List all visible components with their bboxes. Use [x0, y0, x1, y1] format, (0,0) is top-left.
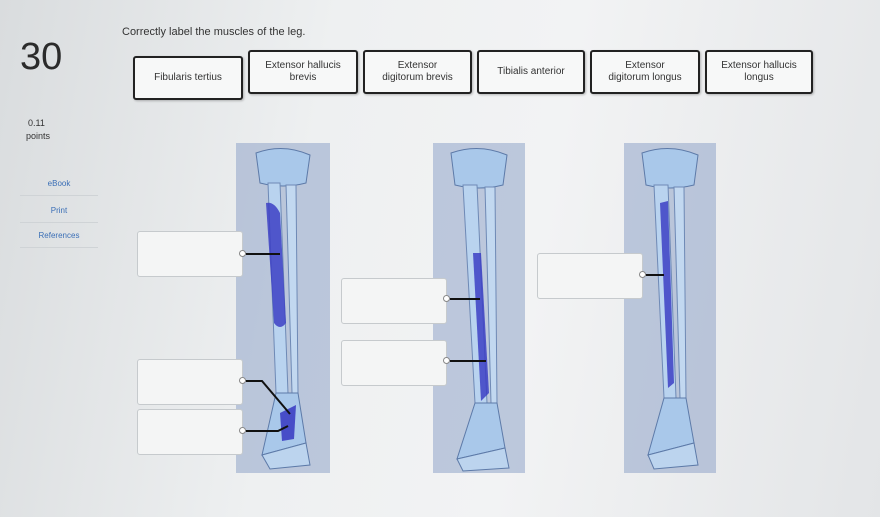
connector-dot	[443, 357, 450, 364]
connector-dot	[443, 295, 450, 302]
label-line: Extensor	[397, 60, 438, 71]
label-tibialis-anterior[interactable]: Tibialis anterior	[477, 50, 585, 94]
label-line: brevis	[289, 72, 317, 83]
label-line: Tibialis anterior	[497, 66, 565, 77]
instruction-text: Correctly label the muscles of the leg.	[122, 26, 306, 38]
leg-illustration-1	[236, 143, 330, 473]
leg-illustration-3	[624, 143, 716, 473]
references-link[interactable]: References	[20, 225, 98, 248]
connector-dot	[239, 427, 246, 434]
label-line: longus	[744, 72, 774, 83]
label-fibularis-tertius[interactable]: Fibularis tertius	[133, 56, 243, 100]
label-line: digitorum longus	[608, 72, 682, 83]
drop-target-6[interactable]	[537, 253, 643, 299]
leg-illustration-2	[433, 143, 525, 473]
drop-target-1[interactable]	[137, 231, 243, 277]
connector-dot	[239, 377, 246, 384]
print-link[interactable]: Print	[20, 200, 98, 223]
label-line: Extensor hallucis	[265, 60, 341, 71]
label-extensor-digitorum-longus[interactable]: Extensor digitorum longus	[590, 50, 700, 94]
drop-target-2[interactable]	[137, 359, 243, 405]
question-number: 30	[20, 36, 63, 78]
drop-target-5[interactable]	[341, 340, 447, 386]
points-label: points	[26, 131, 51, 141]
label-line: Extensor	[625, 60, 665, 71]
connector-dot	[639, 271, 646, 278]
label-line: Extensor hallucis	[721, 60, 797, 71]
connector-dot	[239, 250, 246, 257]
label-line: Fibularis tertius	[154, 72, 222, 83]
points-value: 0.11	[28, 118, 45, 128]
drop-target-3[interactable]	[137, 409, 243, 455]
drop-target-4[interactable]	[341, 278, 447, 324]
label-extensor-digitorum-brevis[interactable]: Extensor digitorum brevis	[363, 50, 472, 94]
label-extensor-hallucis-brevis[interactable]: Extensor hallucis brevis	[248, 50, 358, 94]
label-extensor-hallucis-longus[interactable]: Extensor hallucis longus	[705, 50, 813, 94]
ebook-link[interactable]: eBook	[20, 173, 98, 196]
label-line: digitorum brevis	[382, 72, 453, 83]
